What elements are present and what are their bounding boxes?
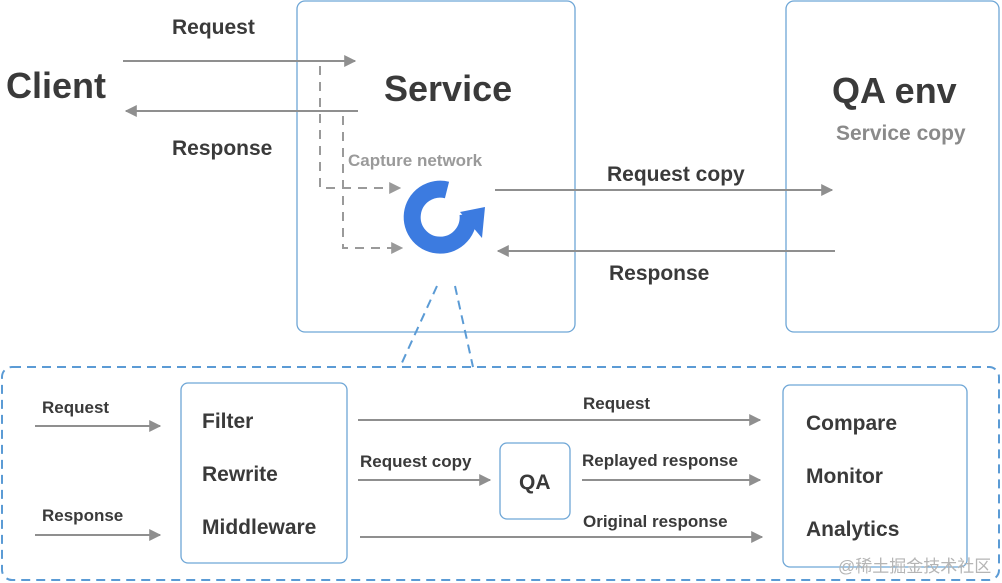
request-label: Request — [172, 16, 255, 39]
capture-dashed-line-response — [342, 116, 404, 254]
filter-label: Filter — [202, 410, 253, 433]
request-copy-label: Request copy — [607, 163, 745, 186]
analysis-box — [782, 384, 968, 568]
qa-label: QA — [519, 471, 551, 494]
qa-env-box — [785, 0, 1000, 333]
service-label: Service — [384, 68, 512, 109]
client-label: Client — [6, 65, 106, 106]
analytics-label: Analytics — [806, 518, 899, 541]
response-label: Response — [172, 137, 272, 160]
watermark: @稀土掘金技术社区 — [838, 557, 991, 576]
middleware-label: Middleware — [202, 516, 316, 539]
bottom-response-label: Response — [42, 506, 123, 525]
qa-env-label: QA env — [832, 70, 957, 111]
qa-box — [499, 442, 571, 520]
capture-dashed-line-request — [319, 66, 402, 194]
original-response-label: Original response — [583, 512, 728, 531]
response-back-label: Response — [609, 262, 709, 285]
detail-frame — [1, 366, 1000, 581]
rewrite-label: Rewrite — [202, 463, 278, 486]
bottom-request-copy-label: Request copy — [360, 452, 472, 471]
monitor-label: Monitor — [806, 465, 883, 488]
bottom-request-out-label: Request — [583, 394, 650, 413]
qa-env-sublabel: Service copy — [836, 122, 966, 145]
replayed-response-label: Replayed response — [582, 451, 738, 470]
bottom-request-label: Request — [42, 398, 109, 417]
capture-network-label: Capture network — [348, 151, 483, 170]
compare-label: Compare — [806, 412, 897, 435]
processing-box — [180, 382, 348, 564]
refresh-capture-icon — [403, 180, 485, 254]
